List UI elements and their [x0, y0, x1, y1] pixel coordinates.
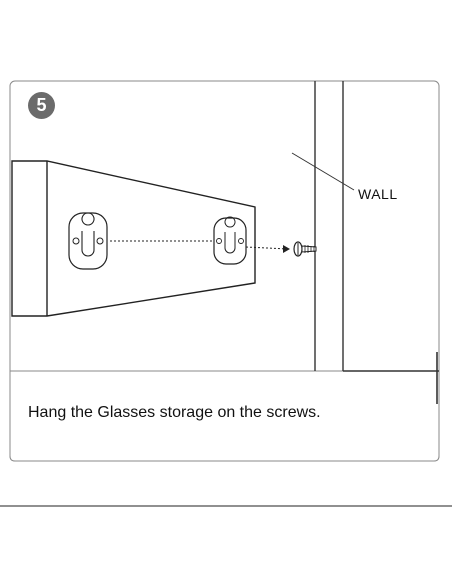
instruction-caption: Hang the Glasses storage on the screws.: [28, 404, 321, 421]
wall-pointer-line: [291, 152, 355, 191]
alignment-dotted-arrow: [245, 246, 289, 250]
caption-box-border: [9, 370, 440, 462]
arrow-head: [283, 245, 290, 253]
screw-icon: [293, 241, 317, 257]
step-number-badge: 5: [28, 92, 55, 119]
wall-label: WALL: [358, 186, 398, 202]
keyhole-plate-left: [68, 212, 108, 270]
keyhole-plate-right: [213, 216, 247, 265]
